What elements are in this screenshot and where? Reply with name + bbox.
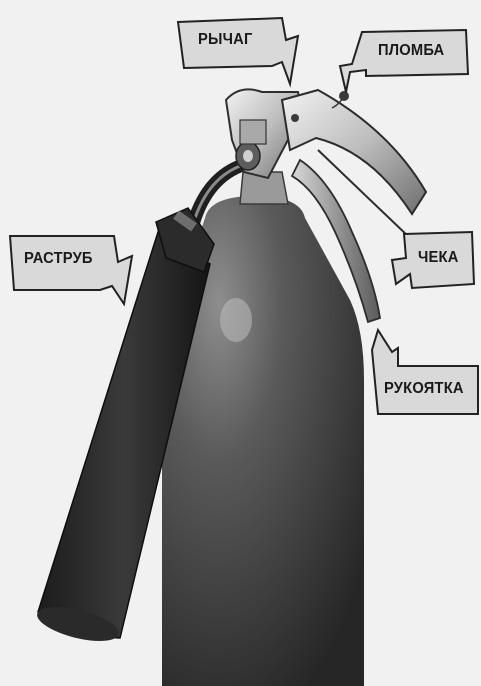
- horn-callout: [10, 236, 132, 304]
- lever: [282, 90, 426, 214]
- lever-label: РЫЧАГ: [198, 31, 252, 49]
- lever-callout: [178, 18, 298, 84]
- pin-label: ЧЕКА: [418, 249, 459, 267]
- handle-callout: [372, 330, 478, 414]
- seal-callout: [340, 30, 468, 92]
- horn-label: РАСТРУБ: [24, 250, 93, 268]
- seal-label: ПЛОМБА: [378, 42, 444, 60]
- handle-label: РУКОЯТКА: [384, 380, 464, 398]
